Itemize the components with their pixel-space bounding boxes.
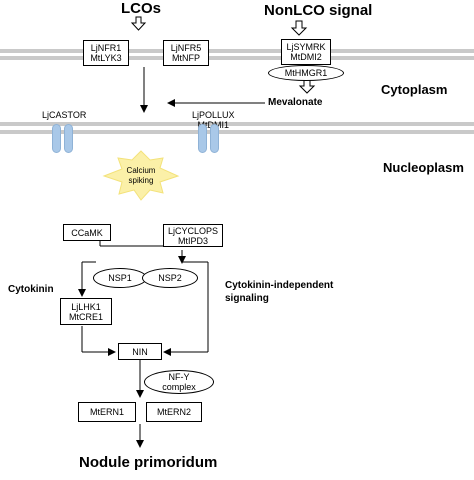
calcium-spiking-label: Calcium spiking xyxy=(119,166,163,186)
nonlco-input-arrow xyxy=(290,20,308,36)
ern2-label: MtERN2 xyxy=(156,407,191,417)
cyclops-line-1: LjCYCLOPS xyxy=(167,225,219,236)
symrk-line-2: MtDMI2 xyxy=(290,52,322,62)
cytoplasm-label: Cytoplasm xyxy=(381,82,448,97)
mevalonate-label: Mevalonate xyxy=(268,97,323,108)
castor-channel-left xyxy=(52,124,61,153)
lco-input-arrow xyxy=(130,16,147,31)
nfr1-line-2: MtLYK3 xyxy=(90,53,122,63)
lhk1-box: LjLHK1 MtCRE1 xyxy=(60,298,112,325)
ern1-box: MtERN1 xyxy=(78,402,136,422)
nsp1-label: NSP1 xyxy=(108,273,132,283)
mevalonate-arrow xyxy=(298,79,316,94)
ccamk-box: CCaMK xyxy=(63,224,111,241)
lj-nfr5-box: LjNFR5 MtNFP xyxy=(163,40,209,66)
nf-y-complex-oval: NF-Y complex xyxy=(144,370,214,394)
lhk1-line-2: MtCRE1 xyxy=(68,311,103,322)
plasma-membrane-line-2 xyxy=(0,56,474,60)
ern2-box: MtERN2 xyxy=(146,402,202,422)
calcium-burst-shape xyxy=(102,150,180,201)
hmgr1-label: MtHMGR1 xyxy=(284,68,328,78)
cyclops-box: LjCYCLOPS MtIPD3 xyxy=(163,224,223,247)
pollux-channel-left xyxy=(198,124,207,153)
ccamk-label: CCaMK xyxy=(71,227,103,238)
nsp1-oval: NSP1 xyxy=(93,268,147,288)
calcium-line-1: Calcium xyxy=(126,166,156,175)
lj-nfr1-box: LjNFR1 MtLYK3 xyxy=(83,40,129,66)
pollux-channel-right xyxy=(210,124,219,153)
castor-channel-right xyxy=(64,124,73,153)
calcium-line-2: spiking xyxy=(128,176,154,185)
cytokinin-independent-label: Cytokinin-independent signaling xyxy=(225,279,333,305)
pollux-line-1: LjPOLLUX xyxy=(192,110,235,120)
lhk1-line-1: LjLHK1 xyxy=(71,301,101,312)
cytokinin-label: Cytokinin xyxy=(8,284,54,295)
nodule-primordium-label: Nodule primoridum xyxy=(79,454,218,471)
nin-label: NIN xyxy=(132,346,148,357)
plasma-membrane-line-1 xyxy=(0,49,474,53)
symrk-line-1: LjSYMRK xyxy=(286,42,326,52)
lcos-label: LCOs xyxy=(121,0,162,17)
nfr1-line-1: LjNFR1 xyxy=(90,43,122,53)
nfy-line-2: complex xyxy=(162,382,196,392)
nfr5-line-1: LjNFR5 xyxy=(170,43,202,53)
independent-line-2: signaling xyxy=(225,293,269,304)
nsp2-oval: NSP2 xyxy=(142,268,198,288)
independent-line-1: Cytokinin-independent xyxy=(225,280,334,291)
nuclear-membrane-inner xyxy=(0,130,474,134)
nsp2-label: NSP2 xyxy=(158,273,182,283)
lj-symrk-box: LjSYMRK MtDMI2 xyxy=(281,39,331,65)
nucleoplasm-label: Nucleoplasm xyxy=(383,160,464,175)
mt-hmgr1-oval: MtHMGR1 xyxy=(268,65,344,81)
castor-label: LjCASTOR xyxy=(42,110,87,120)
nin-box: NIN xyxy=(118,343,162,360)
nuclear-membrane-outer xyxy=(0,122,474,126)
nfy-line-1: NF-Y xyxy=(168,372,190,382)
cyclops-line-2: MtIPD3 xyxy=(177,235,208,246)
ern1-label: MtERN1 xyxy=(89,407,124,417)
nonlco-signal-label: NonLCO signal xyxy=(264,2,373,19)
nfr5-line-2: MtNFP xyxy=(172,53,200,63)
